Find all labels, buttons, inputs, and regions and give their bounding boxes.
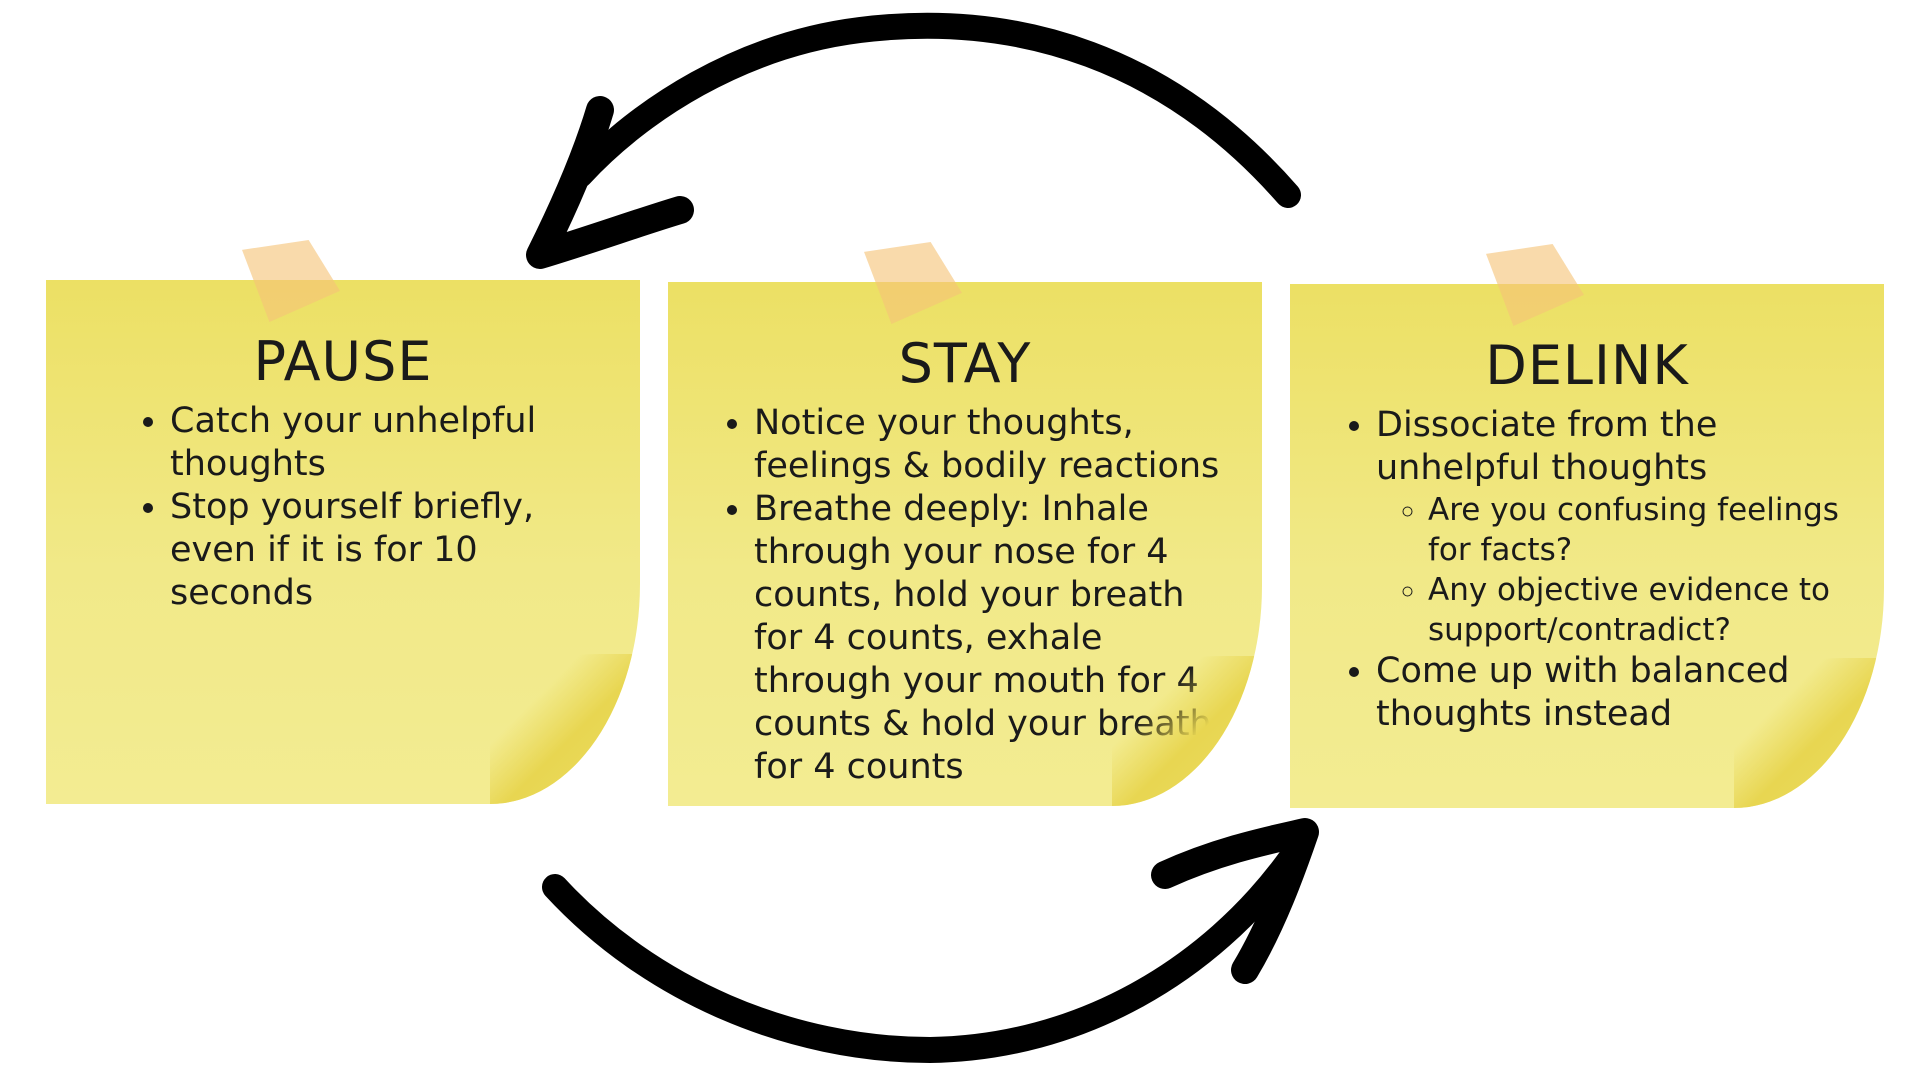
sub-bullet-item: Are you confusing feelings for facts? [1428, 490, 1874, 570]
note-delink: DELINK Dissociate from the unhelpful tho… [1290, 284, 1884, 808]
note-title: STAY [898, 332, 1032, 395]
page-curl [1734, 658, 1884, 808]
bullet-list: Dissociate from the unhelpful thoughts A… [1340, 404, 1874, 736]
cycle-arrow-bottom-icon [542, 818, 1319, 1064]
bullet-item: Notice your thoughts, feelings & bodily … [754, 402, 1242, 488]
bullet-text: Dissociate from the unhelpful thoughts [1376, 405, 1718, 488]
bullet-item: Stop yourself briefly, even if it is for… [170, 486, 620, 615]
bullet-item: Catch your unhelpful thoughts [170, 400, 620, 486]
note-pause: PAUSE Catch your unhelpful thoughts Stop… [46, 280, 640, 804]
note-title: DELINK [1485, 334, 1689, 397]
sub-bullet-item: Any objective evidence to support/contra… [1428, 570, 1874, 650]
bullet-item: Dissociate from the unhelpful thoughts A… [1376, 404, 1874, 650]
cycle-arrow-top-icon [526, 12, 1301, 269]
sub-bullet-list: Are you confusing feelings for facts? An… [1376, 490, 1874, 650]
bullet-list: Catch your unhelpful thoughts Stop yours… [134, 400, 620, 615]
bullet-item: Come up with balanced thoughts instead [1376, 650, 1874, 736]
note-stay: STAY Notice your thoughts, feelings & bo… [668, 282, 1262, 806]
note-title: PAUSE [253, 330, 433, 393]
page-curl [1112, 656, 1262, 806]
page-curl [490, 654, 640, 804]
